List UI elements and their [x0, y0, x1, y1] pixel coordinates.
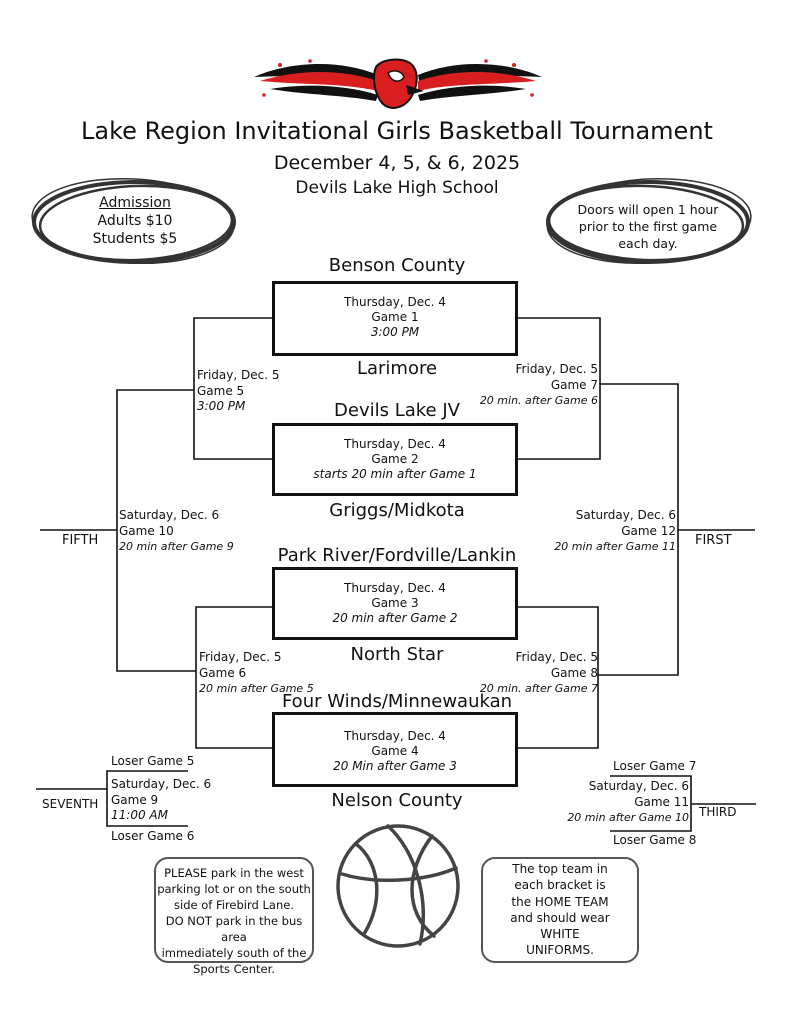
game-9-label: Saturday, Dec. 6 Game 9 11:00 AM: [111, 777, 231, 824]
doors-line-1: Doors will open 1 hour: [577, 202, 719, 217]
game-12-time: 20 min after Game 11: [554, 540, 676, 553]
parking-line-2: parking lot or on the south: [157, 882, 311, 896]
placement-first: FIRST: [695, 533, 732, 548]
game-5-label: Friday, Dec. 5 Game 5 3:00 PM: [197, 368, 307, 415]
team-devils-lake-jv: Devils Lake JV: [334, 400, 460, 421]
game-8-day: Friday, Dec. 5: [515, 650, 598, 664]
game-1-time: 3:00 PM: [370, 325, 420, 339]
tournament-dates: December 4, 5, & 6, 2025: [273, 152, 521, 174]
game-8-time: 20 min. after Game 7: [479, 682, 598, 695]
game-8-label: Friday, Dec. 5 Game 8 20 min. after Game…: [466, 650, 598, 697]
placement-seventh: SEVENTH: [42, 797, 99, 811]
game-12-name: Game 12: [621, 523, 676, 538]
admission-oval: [31, 177, 236, 265]
game-3-time: 20 min after Game 2: [332, 611, 458, 625]
game-6-label: Friday, Dec. 5 Game 6 20 min after Game …: [199, 650, 339, 697]
game-11-time: 20 min after Game 10: [567, 811, 689, 824]
game-9-time: 11:00 AM: [111, 808, 168, 822]
game-2-name: Game 2: [371, 452, 419, 466]
placement-third: THIRD: [699, 805, 737, 819]
game-5-time: 3:00 PM: [197, 399, 246, 413]
team-griggs-midkota: Griggs/Midkota: [329, 500, 465, 521]
tournament-venue: Devils Lake High School: [295, 178, 499, 198]
game-10-label: Saturday, Dec. 6 Game 10 20 min after Ga…: [119, 508, 259, 555]
game-9-day: Saturday, Dec. 6: [111, 777, 212, 791]
basketball-icon: [336, 824, 460, 948]
game-4-day: Thursday, Dec. 4: [344, 729, 446, 743]
doors-info: Doors will open 1 hour prior to the firs…: [566, 201, 730, 252]
team-benson-county: Benson County: [328, 255, 466, 276]
team-larimore: Larimore: [356, 358, 438, 379]
parking-line-3: side of Firebird Lane.: [174, 898, 294, 912]
game-10-time: 20 min after Game 9: [119, 540, 234, 553]
home-team-note: The top team in each bracket is the HOME…: [481, 857, 639, 963]
game-2-box: Thursday, Dec. 4 Game 2 starts 20 min af…: [272, 423, 518, 496]
home-line-4: and should wear: [510, 910, 610, 925]
admission-students: Students $5: [92, 231, 178, 247]
game-5-name: Game 5: [197, 383, 245, 398]
admission-info: Admission Adults $10 Students $5: [60, 194, 210, 248]
game-1-day: Thursday, Dec. 4: [344, 295, 446, 309]
game-7-label: Friday, Dec. 5 Game 7 20 min. after Game…: [470, 362, 598, 409]
game-3-box: Thursday, Dec. 4 Game 3 20 min after Gam…: [272, 567, 518, 640]
game-7-day: Friday, Dec. 5: [515, 362, 598, 376]
parking-line-1: PLEASE park in the west: [164, 866, 304, 880]
game-6-time: 20 min after Game 5: [199, 682, 314, 695]
home-line-3: the HOME TEAM: [511, 894, 609, 909]
loser-game-5: Loser Game 5: [111, 754, 195, 768]
tournament-title: Lake Region Invitational Girls Basketbal…: [81, 117, 713, 145]
parking-note: PLEASE park in the west parking lot or o…: [154, 857, 314, 976]
game-5-day: Friday, Dec. 5: [197, 368, 280, 382]
game-3-day: Thursday, Dec. 4: [344, 581, 446, 595]
loser-game-8: Loser Game 8: [613, 833, 697, 847]
home-line-6: UNIFORMS.: [526, 943, 594, 958]
placement-fifth: FIFTH: [62, 533, 99, 548]
firebird-logo: [254, 58, 542, 109]
game-9-name: Game 9: [111, 792, 159, 807]
doors-line-3: each day.: [618, 236, 678, 251]
loser-game-7: Loser Game 7: [613, 759, 697, 773]
game-6-day: Friday, Dec. 5: [199, 650, 282, 664]
parking-line-4: DO NOT park in the bus area: [165, 914, 303, 944]
loser-game-6: Loser Game 6: [111, 829, 195, 843]
game-8-name: Game 8: [550, 665, 598, 680]
parking-line-6: Sports Center.: [193, 962, 275, 976]
game-2-day: Thursday, Dec. 4: [344, 437, 446, 451]
doors-line-2: prior to the first game: [578, 219, 718, 234]
team-four-winds: Four Winds/Minnewaukan: [281, 691, 513, 712]
game-12-label: Saturday, Dec. 6 Game 12 20 min after Ga…: [540, 508, 676, 555]
admission-adults: Adults $10: [97, 213, 173, 229]
game-4-time: 20 Min after Game 3: [333, 759, 457, 773]
game-11-day: Saturday, Dec. 6: [588, 779, 689, 793]
team-north-star: North Star: [350, 644, 444, 665]
game-3-name: Game 3: [371, 596, 419, 610]
game-10-name: Game 10: [119, 523, 174, 538]
parking-line-5: immediately south of the: [161, 946, 307, 960]
game-4-box: Thursday, Dec. 4 Game 4 20 Min after Gam…: [272, 712, 518, 787]
doors-oval: [546, 177, 752, 265]
game-2-time: starts 20 min after Game 1: [313, 467, 477, 481]
team-nelson-county: Nelson County: [331, 790, 463, 811]
home-line-1: The top team in: [512, 862, 608, 876]
home-line-5: WHITE: [540, 927, 580, 942]
team-park-river: Park River/Fordville/Lankin: [277, 545, 517, 566]
game-7-time: 20 min. after Game 6: [479, 394, 598, 407]
home-line-2: each bracket is: [514, 878, 606, 893]
game-1-name: Game 1: [371, 310, 419, 324]
game-1-box: Thursday, Dec. 4 Game 1 3:00 PM: [272, 281, 518, 356]
admission-heading: Admission: [99, 195, 171, 211]
game-12-day: Saturday, Dec. 6: [575, 508, 676, 522]
game-11-name: Game 11: [634, 794, 689, 809]
game-4-name: Game 4: [371, 744, 419, 758]
game-11-label: Saturday, Dec. 6 Game 11 20 min after Ga…: [540, 779, 689, 826]
game-6-name: Game 6: [199, 665, 247, 680]
game-7-name: Game 7: [550, 377, 598, 392]
game-10-day: Saturday, Dec. 6: [119, 508, 220, 522]
